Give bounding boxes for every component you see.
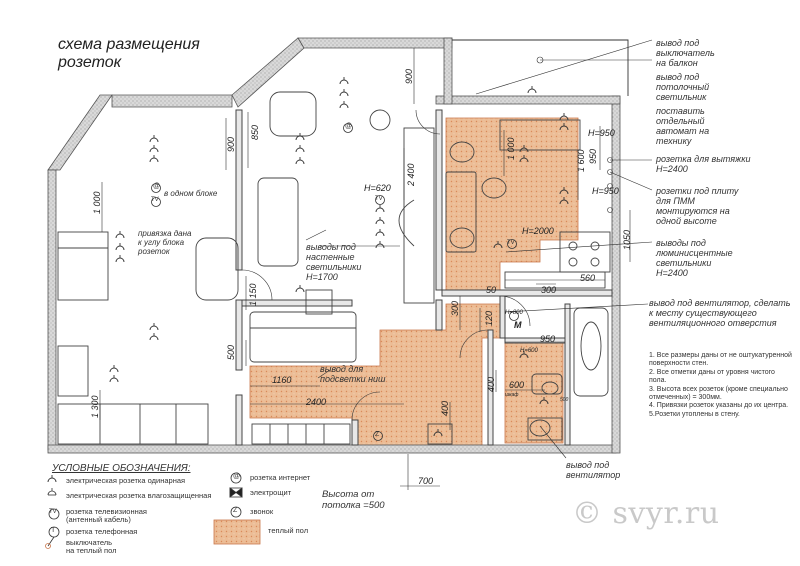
- leader-lines: [305, 39, 653, 459]
- dim-900-hall: 900: [404, 68, 414, 84]
- legend-internet-letter: @: [233, 473, 241, 480]
- dim-1160: 1160: [272, 375, 292, 385]
- dim-h950-b: H=950: [592, 186, 619, 196]
- dim-h620: H=620: [364, 183, 391, 193]
- dim-560: 560: [580, 273, 596, 283]
- dim-400-b: 400: [440, 400, 450, 416]
- legend-internet: розетка интернет: [250, 473, 311, 482]
- fluor-lights-note: выводы под люминисцентные светильники H=…: [656, 238, 733, 279]
- legend-heading: УСЛОВНЫЕ ОБОЗНАЧЕНИЯ:: [52, 463, 191, 474]
- legend-bell-letter: Z: [233, 507, 238, 514]
- tv-symbol-label-3: TV: [507, 240, 515, 246]
- legend-symbols: [45, 472, 261, 549]
- bell-symbol-label: Z: [375, 431, 380, 438]
- legend-tv-letter: TV: [49, 509, 57, 515]
- legend-single-socket: электрическая розетка одинарная: [66, 476, 186, 485]
- legend-warm-floor: теплый пол: [268, 526, 309, 535]
- warm-floor-zones: [249, 117, 579, 449]
- niche-light-note: вывод для подсветки ниш: [320, 364, 386, 385]
- ceiling-light-note: вывод под потолочный светильник: [656, 72, 710, 103]
- dim-1050: 1050: [622, 229, 632, 250]
- legend-bell: звонок: [250, 507, 274, 516]
- title-line-2: розеток: [58, 53, 122, 71]
- internet-symbol-label: @: [153, 183, 161, 190]
- tv-symbol-label: TV: [151, 197, 159, 203]
- watermark: © svyr.ru: [572, 496, 720, 531]
- title-line-1: схема размещения: [58, 36, 200, 53]
- remark-2: 2. Все отметки даны от уровня чистого по…: [649, 368, 775, 385]
- separate-breaker-note: поставить отдельный автомат на технику: [656, 106, 710, 147]
- dim-1600: 1 600: [576, 149, 586, 172]
- tv-symbol-label-2: TV: [375, 196, 383, 202]
- dim-300-h: 300: [541, 285, 557, 295]
- dim-h800: H=800: [505, 310, 523, 316]
- tv-internet-symbols: [151, 123, 519, 441]
- dim-2400-v: 2 400: [406, 163, 416, 186]
- legend-tv-socket: розетка телевизионная (антенный кабель): [66, 507, 147, 525]
- legend-phone-letter: T: [51, 527, 56, 534]
- vent-fan2-note: вывод под вентилятор: [566, 460, 621, 481]
- ceiling-height-note: Высота от потолка =500: [322, 489, 385, 511]
- dim-700: 700: [418, 476, 434, 486]
- dimension-lines: [99, 48, 631, 490]
- dim-1000-k: 1 000: [506, 137, 516, 160]
- dim-h600: H=600: [520, 348, 538, 354]
- dim-900-top: 900: [226, 136, 236, 152]
- dim-120: 120: [484, 310, 494, 326]
- remark-5: 5.Розетки утоплены в стену.: [649, 410, 740, 418]
- balcony-switch-note: вывод под выключатель на балкон: [656, 38, 715, 69]
- dim-1300: 1 300: [90, 395, 100, 418]
- remark-4: 4. Привязки розеток указаны до их центра…: [649, 402, 789, 410]
- legend-panel: электрощит: [250, 488, 292, 497]
- dim-500-left: 500: [226, 344, 236, 360]
- vent-fan-note: вывод под вентилятор, сделать к месту су…: [649, 298, 791, 329]
- wall-lights-note: выводы под настенные светильники H=1700: [306, 242, 362, 283]
- dim-600: 600: [509, 380, 525, 390]
- dim-1000-left: 1 000: [92, 191, 102, 214]
- dim-h2000: H=2000: [522, 226, 554, 236]
- internet-symbol-label-2: @: [345, 123, 353, 130]
- dim-400-a: 400: [486, 376, 496, 392]
- legend-phone-socket: розетка телефонная: [66, 527, 138, 536]
- legend-waterproof-socket: электрическая розетка влагозащищенная: [66, 491, 212, 500]
- hood-socket-note: розетка для вытяжки H=2400: [656, 154, 751, 175]
- mark-m: M: [514, 320, 522, 330]
- dim-h950-a: H=950: [588, 128, 615, 138]
- dim-2400-h: 2400: [306, 397, 327, 407]
- dim-1150: 1 150: [248, 283, 258, 306]
- dim-950-h: 950: [540, 334, 556, 344]
- doors: [241, 109, 531, 421]
- remark-1: 1. Все размеры даны от не оштукатуренной…: [649, 352, 792, 368]
- legend-floor-switch: выключатель на теплый пол: [66, 538, 117, 556]
- dan-binding-note: привязка дана к углу блока розеток: [138, 229, 192, 256]
- remark-3: 3. Высота всех розеток (кроме специально…: [649, 385, 788, 401]
- exterior-walls: [47, 37, 629, 454]
- dim-850: 850: [250, 124, 260, 140]
- dim-950-v: 950: [588, 148, 598, 164]
- small-label-a: шкаф: [505, 392, 519, 398]
- one-block-note: в одном блоке: [164, 189, 218, 198]
- remarks-list: 1. Все размеры даны от не оштукатуренной…: [649, 352, 794, 419]
- stove-socket-note: розетки под плиту для ПММ монтируются на…: [656, 186, 739, 227]
- small-label-b: 500: [560, 397, 569, 403]
- dim-300-v: 300: [450, 300, 460, 316]
- dim-50: 50: [486, 285, 497, 295]
